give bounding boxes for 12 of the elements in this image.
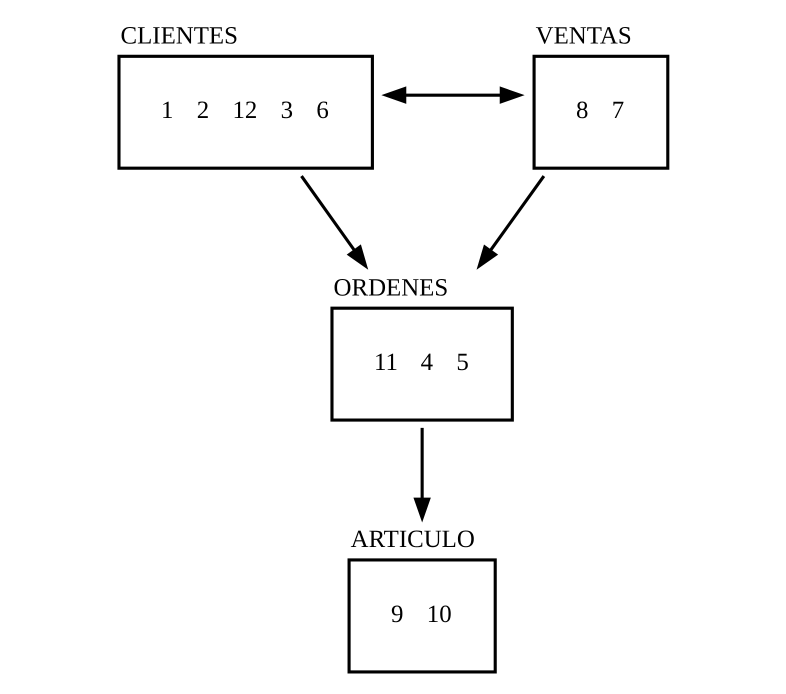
arrow: [300, 175, 368, 270]
arrow: [381, 86, 525, 104]
arrow: [476, 175, 546, 270]
node-box: 1 2 12 3 6: [117, 54, 374, 170]
node-box: 11 4 5: [330, 306, 514, 422]
node-box: 8 7: [532, 54, 670, 170]
arrow: [413, 428, 431, 523]
node-label: ARTICULO: [350, 526, 475, 554]
node-label: CLIENTES: [120, 22, 238, 50]
node-label: ORDENES: [334, 274, 448, 302]
node-box: 9 10: [348, 558, 497, 674]
node-label: VENTAS: [536, 22, 632, 50]
